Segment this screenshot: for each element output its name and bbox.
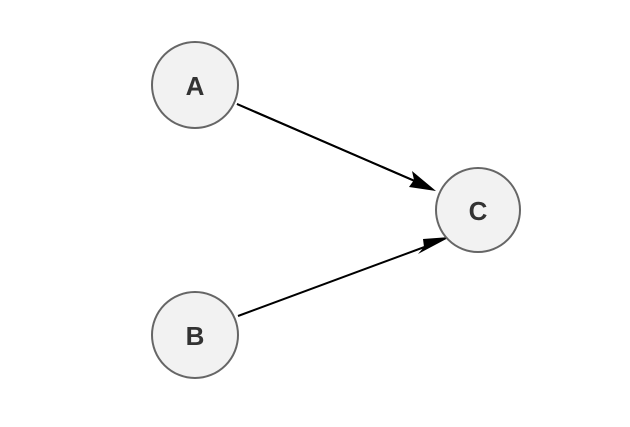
node-c[interactable]: C <box>435 167 521 253</box>
edge-b-to-c-line <box>237 241 439 317</box>
edge-a-to-c-arrowhead <box>409 171 436 191</box>
edge-a-to-c-line-seg <box>236 103 425 186</box>
node-a[interactable]: A <box>151 41 239 129</box>
node-b-circle <box>151 291 239 379</box>
edge-a-to-c[interactable] <box>236 103 436 191</box>
edge-b-to-c[interactable] <box>237 237 450 317</box>
edge-b-to-c-arrowhead <box>418 237 450 254</box>
node-a-circle <box>151 41 239 129</box>
node-c-circle <box>435 167 521 253</box>
node-b[interactable]: B <box>151 291 239 379</box>
